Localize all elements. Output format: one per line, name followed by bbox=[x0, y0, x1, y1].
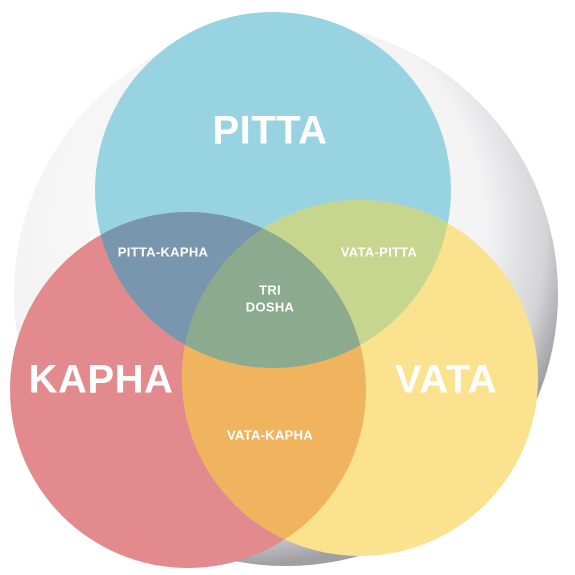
tri-dosha-label-line2: DOSHA bbox=[246, 299, 295, 314]
pitta-kapha-label: PITTA-KAPHA bbox=[118, 244, 209, 259]
kapha-label: KAPHA bbox=[29, 358, 174, 402]
vata-pitta-label: VATA-PITTA bbox=[341, 244, 418, 259]
vata-kapha-label: VATA-KAPHA bbox=[227, 427, 313, 442]
tri-dosha-label-line1: TRI bbox=[259, 282, 281, 297]
tri-dosha-overlap bbox=[182, 212, 366, 368]
pitta-label: PITTA bbox=[212, 109, 327, 153]
vata-label: VATA bbox=[395, 358, 497, 402]
